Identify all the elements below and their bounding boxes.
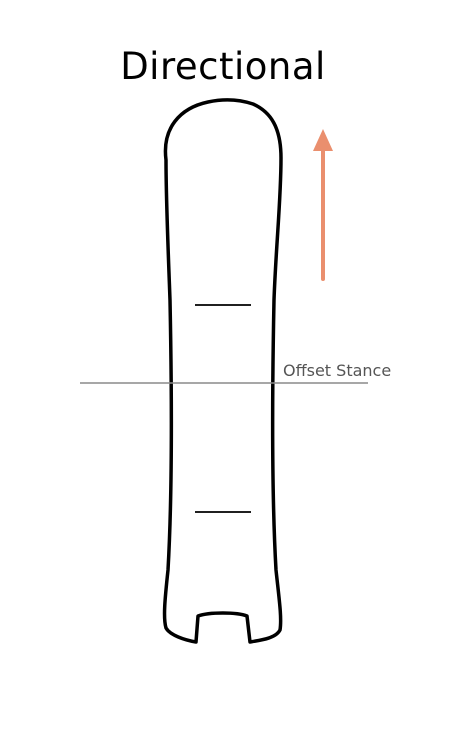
- offset-stance-label: Offset Stance: [283, 361, 391, 380]
- diagram-title: Directional: [120, 45, 326, 88]
- arrow-up-icon: [313, 129, 333, 281]
- snowboard-outline-icon: [162, 98, 283, 644]
